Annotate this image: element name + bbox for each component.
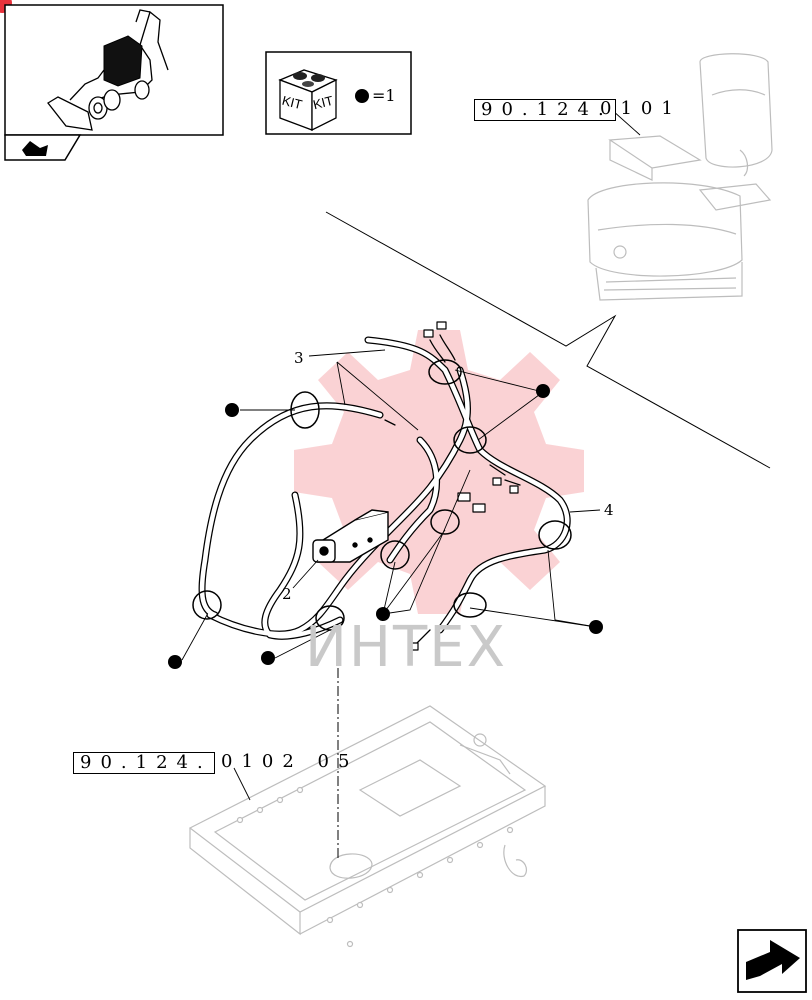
watermark-text: ИНТЕХ <box>305 615 507 680</box>
kit-bullet-icon <box>355 89 369 103</box>
kit-bullet-icon <box>589 620 603 634</box>
kit-bullet-icon <box>261 651 275 665</box>
base-reference-suffix: 0102 05 <box>221 751 359 772</box>
wrench-arrow-icon[interactable] <box>4 134 82 161</box>
section-pointer <box>325 211 771 469</box>
seat-reference-link[interactable]: 90.124. <box>474 99 616 121</box>
kit-bullet-icon <box>225 403 239 417</box>
callout-item-3: 3 <box>294 349 304 367</box>
cable-ties <box>192 359 572 631</box>
kit-bullet-icon <box>536 384 550 398</box>
kit-quantity: =1 <box>372 86 396 105</box>
seat-base-frame <box>188 705 547 948</box>
next-page-arrow-icon[interactable] <box>737 929 807 993</box>
kit-bullet-icon <box>168 655 182 669</box>
callout-item-4: 4 <box>604 501 614 519</box>
kit-bullet-markers <box>168 384 603 669</box>
kit-bullet-icon <box>376 607 390 621</box>
base-reference-link[interactable]: 90.124. <box>73 752 215 774</box>
callout-item-2: 2 <box>282 585 292 603</box>
kit-legend-box <box>265 51 412 135</box>
seat-reference-suffix: 0101 <box>600 98 682 119</box>
seat-illustration <box>587 53 773 301</box>
seat-switch <box>312 509 389 563</box>
leader-lines <box>181 109 641 801</box>
machine-thumbnail[interactable] <box>4 4 224 136</box>
